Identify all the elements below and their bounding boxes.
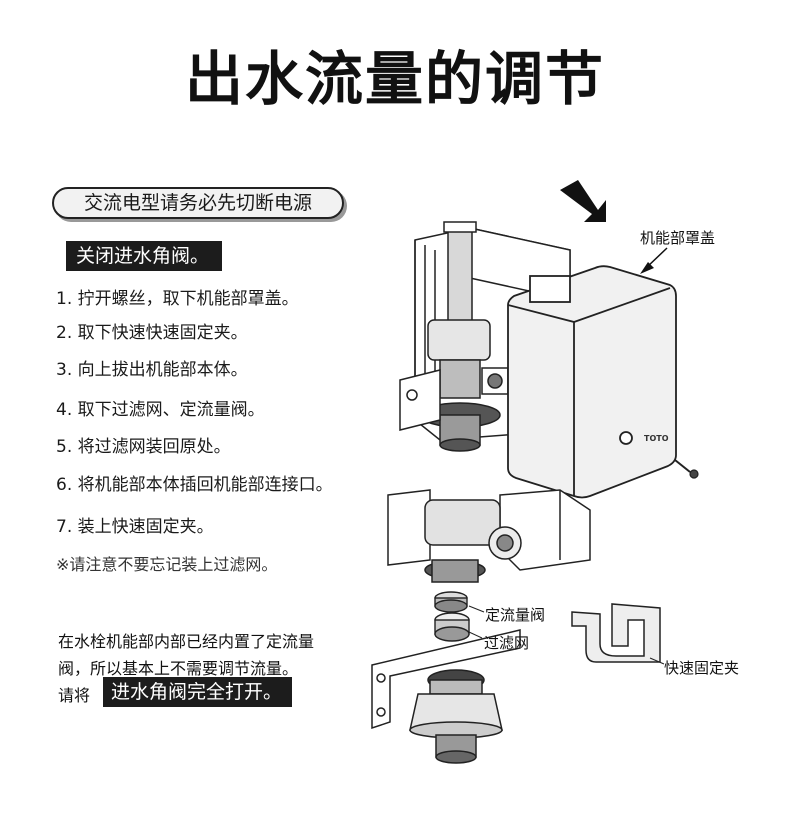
flow-valve-label: 定流量阀 [485,606,546,624]
cover-label: 机能部罩盖 [640,229,716,247]
mounting-bracket [371,629,521,764]
step-4: 4. 取下过滤网、定流量阀。 [56,400,265,420]
flow-valve-part [434,591,468,613]
screw-icon [674,459,699,479]
cover-pointer-arrow-icon [640,247,668,274]
info-line-3: 请将 [58,686,91,705]
supply-pipe [443,221,477,327]
step-2: 2. 取下快速快速固定夹。 [56,323,248,343]
step-6: 6. 将机能部本体插回机能部连接口。 [56,475,333,495]
info-line-2: 阀，所以基本上不需要调节流量。 [58,659,299,678]
quick-clip-part [571,603,661,663]
page-title: 出水流量的调节 [184,45,605,113]
info-line-1: 在水栓机能部内部已经内置了定流量 [58,632,315,651]
step-3: 3. 向上拔出机能部本体。 [56,360,248,380]
ac-power-notice: 交流电型请务必先切断电源 [52,187,344,219]
valve-cluster [399,319,509,452]
step-7: 7. 装上快速固定夹。 [56,517,214,537]
function-cover [507,265,677,499]
step-1: 1. 拧开螺丝，取下机能部罩盖。 [56,289,299,309]
filter-label: 过滤网 [484,634,530,652]
open-valve-highlight: 进水角阀完全打开。 [103,677,292,707]
filter-reminder-note: ※请注意不要忘记装上过滤网。 [56,555,278,574]
brand-logo: TOTO [644,434,669,443]
step-header: 关闭进水角阀。 [66,241,222,271]
lower-unit [387,489,591,583]
quick-clip-label: 快速固定夹 [664,659,740,677]
direction-arrow-icon [560,180,606,222]
step-5: 5. 将过滤网装回原处。 [56,437,231,457]
filter-part [434,612,470,642]
